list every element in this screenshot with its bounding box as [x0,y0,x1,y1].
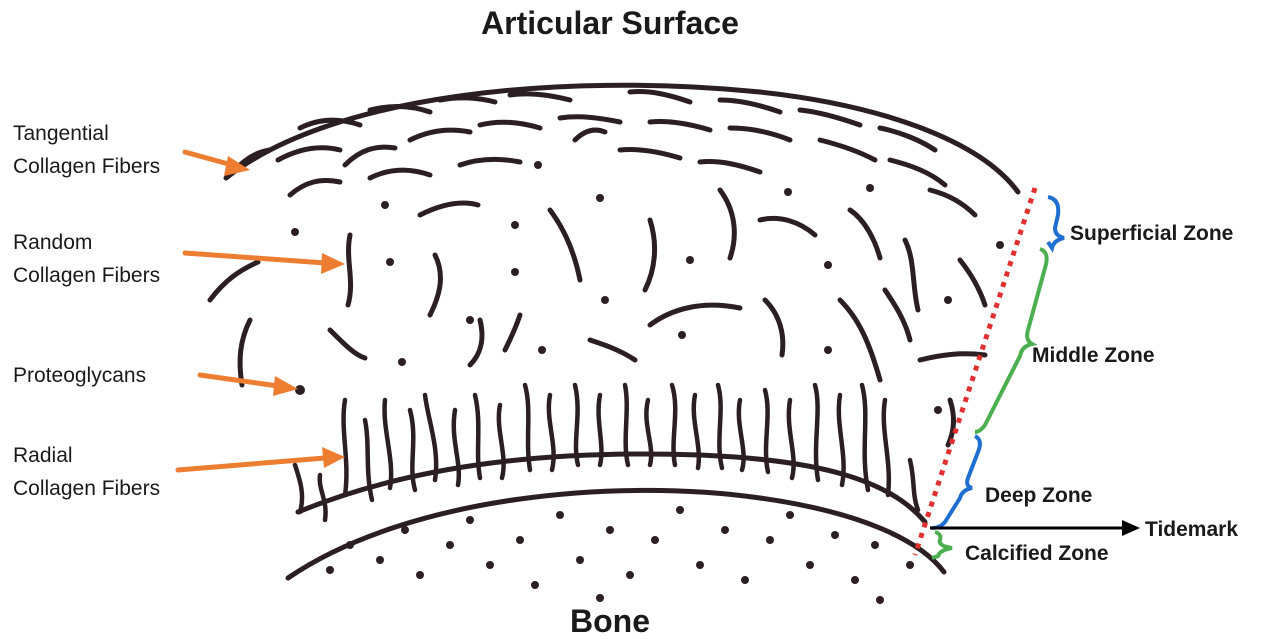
articular-surface-outline [226,85,1018,192]
calcified-zone-label: Calcified Zone [965,542,1109,565]
bone-title: Bone [570,603,650,639]
cartilage-outline [226,85,1018,578]
proteoglycans-label: Proteoglycans [13,364,146,387]
random-label-line1: Random [13,231,92,254]
tidemark-label: Tidemark [1145,518,1238,541]
tidemark-arrow-head [1122,520,1140,536]
radial-label-line1: Radial [13,444,73,467]
tangential-label-line1: Tangential [13,122,109,145]
superficial-zone-brace [1048,197,1064,248]
radial-arrow [178,447,345,470]
articular-surface-title: Articular Surface [481,5,739,41]
tangential-label-line2: Collagen Fibers [13,155,160,178]
superficial-zone-label: Superficial Zone [1070,222,1233,245]
proteoglycans-arrow [200,375,298,396]
random-label-line2: Collagen Fibers [13,264,160,287]
radial-label-line2: Collagen Fibers [13,477,160,500]
deep-zone-label: Deep Zone [985,484,1092,507]
bone-boundary-line [288,490,944,578]
middle-zone-brace [975,249,1047,432]
middle-zone-label: Middle Zone [1032,344,1155,367]
calcified-zone-brace [932,532,952,558]
tangential-arrow [185,152,250,176]
random-arrow [185,253,345,274]
